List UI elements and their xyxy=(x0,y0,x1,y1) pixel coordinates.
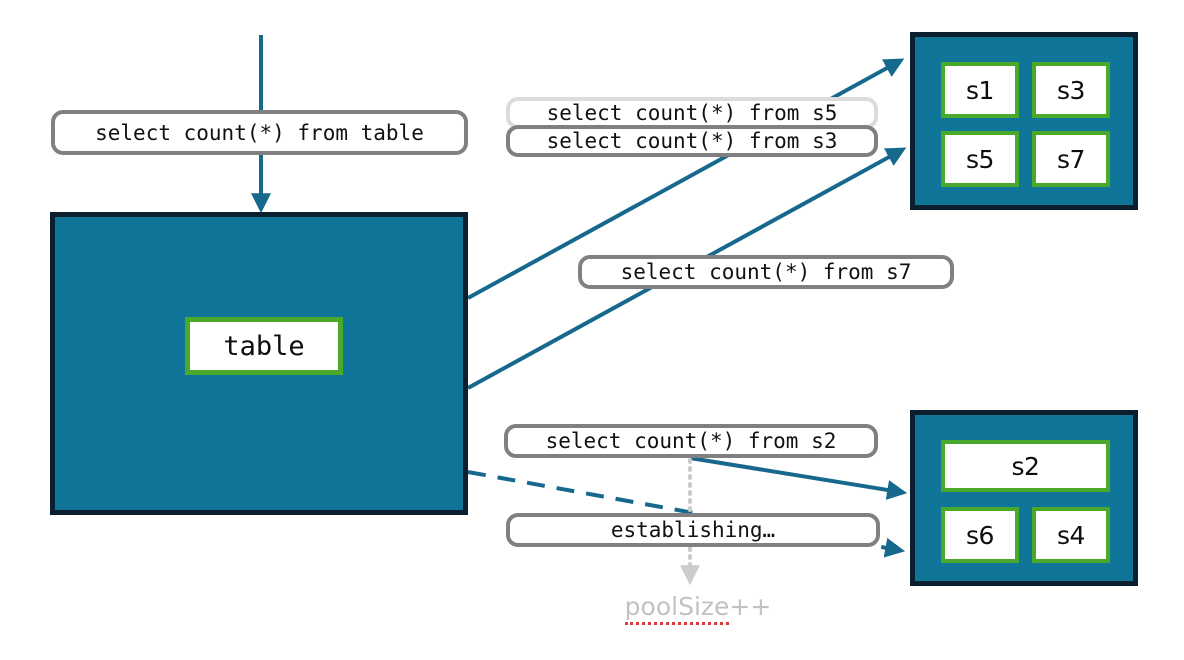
table-shard-label: table xyxy=(185,317,343,375)
poolsize-note-word: poolSize xyxy=(624,592,730,625)
shard-s5[interactable]: s5 xyxy=(941,131,1019,187)
shard-group-bottom: s2 s6 s4 xyxy=(910,410,1138,586)
shard-s1[interactable]: s1 xyxy=(941,62,1019,118)
query-label-establishing[interactable]: establishing… xyxy=(506,513,880,547)
source-table-block: table xyxy=(50,212,468,515)
shard-s6[interactable]: s6 xyxy=(941,507,1019,563)
query-label-incoming[interactable]: select count(*) from table xyxy=(51,110,468,155)
query-label-s7[interactable]: select count(*) from s7 xyxy=(578,255,954,289)
shard-group-top: s1 s3 s5 s7 xyxy=(910,32,1138,210)
shard-s4[interactable]: s4 xyxy=(1032,507,1110,563)
poolsize-note-suffix: ++ xyxy=(729,592,772,621)
poolsize-note: poolSize++ xyxy=(598,592,798,625)
arrow-table-to-shards-bottom-solid xyxy=(689,456,908,500)
shard-s2[interactable]: s2 xyxy=(941,440,1110,492)
query-label-s2[interactable]: select count(*) from s2 xyxy=(504,424,878,458)
shard-s3[interactable]: s3 xyxy=(1032,62,1110,118)
shard-s7[interactable]: s7 xyxy=(1032,131,1110,187)
query-label-s3[interactable]: select count(*) from s3 xyxy=(506,125,878,157)
